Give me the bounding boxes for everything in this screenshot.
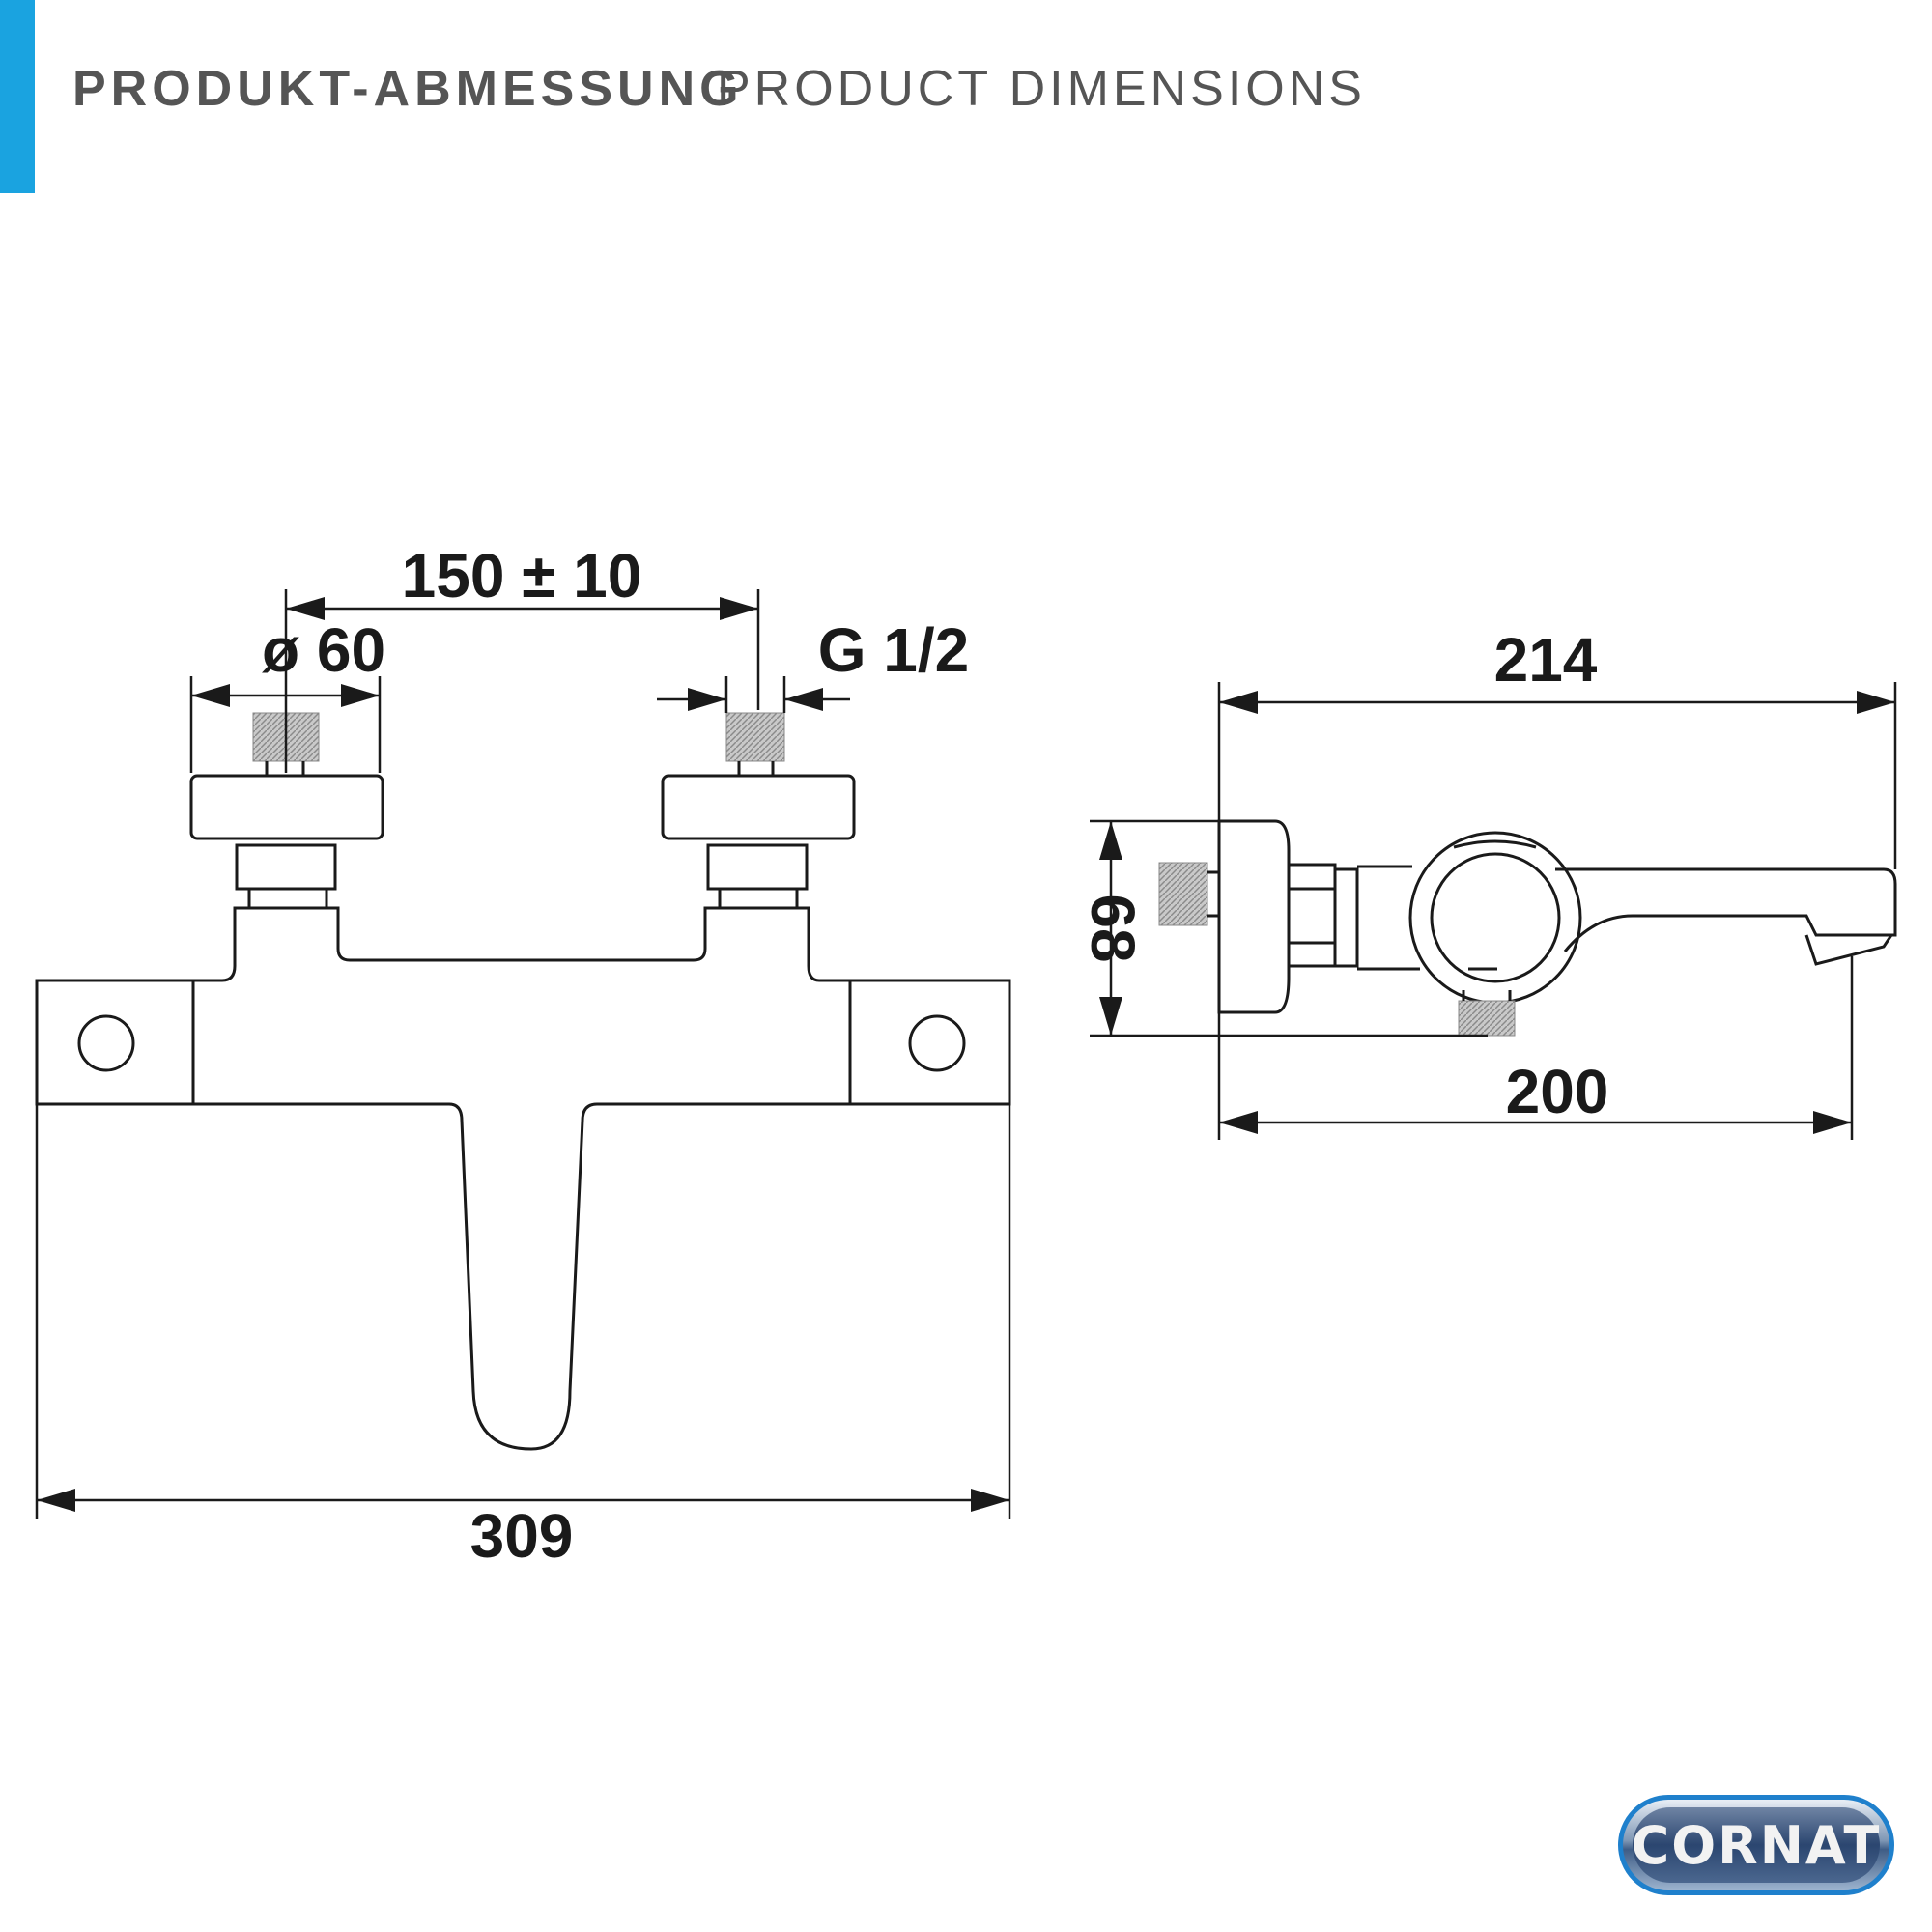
brand-logo-inner: CORNAT xyxy=(1631,1807,1882,1883)
mixer-body xyxy=(191,906,852,1451)
right-end-block xyxy=(848,979,1011,1106)
side-nut xyxy=(1287,863,1337,968)
side-dial-inner xyxy=(1430,852,1561,983)
brand-logo-text: CORNAT xyxy=(1631,1814,1882,1876)
side-knob xyxy=(1217,819,1291,1014)
side-outlet-thread xyxy=(1458,1000,1516,1037)
front-view xyxy=(35,712,1011,1451)
overall-width-label: 309 xyxy=(470,1501,574,1571)
side-view xyxy=(1158,819,1897,1037)
side-aerator xyxy=(1804,934,1893,966)
accent-bar xyxy=(0,0,35,193)
right-end-circle xyxy=(908,1014,966,1072)
thread-size-label: G 1/2 xyxy=(818,615,970,685)
left-end-circle xyxy=(77,1014,135,1072)
side-dimensions xyxy=(1090,682,1897,1140)
title-german: PRODUKT-ABMESSUNG xyxy=(72,61,744,117)
right-thread xyxy=(725,712,785,762)
left-end-block xyxy=(35,979,195,1106)
spout-depth-label: 200 xyxy=(1506,1057,1609,1126)
side-spout xyxy=(1555,867,1897,952)
left-inlet-collar xyxy=(247,887,328,910)
right-knob xyxy=(661,774,856,840)
side-connector xyxy=(1335,867,1359,968)
left-knob xyxy=(189,774,384,840)
right-inlet-collar xyxy=(718,887,799,910)
title-english: PRODUCT DIMENSIONS xyxy=(717,61,1366,117)
left-inlet-neck xyxy=(235,843,337,891)
side-body xyxy=(1357,865,1497,971)
overall-depth-label: 214 xyxy=(1494,625,1598,695)
brand-logo: CORNAT xyxy=(1618,1795,1894,1895)
side-dial-outer xyxy=(1408,831,1582,1005)
knob-diameter-label: ø 60 xyxy=(262,615,385,685)
height-label: 68 xyxy=(1078,894,1148,962)
right-inlet-neck xyxy=(706,843,809,891)
side-inlet-thread xyxy=(1158,862,1208,926)
front-dimensions xyxy=(35,589,1011,1519)
inlet-spacing-label: 150 ± 10 xyxy=(402,541,642,611)
